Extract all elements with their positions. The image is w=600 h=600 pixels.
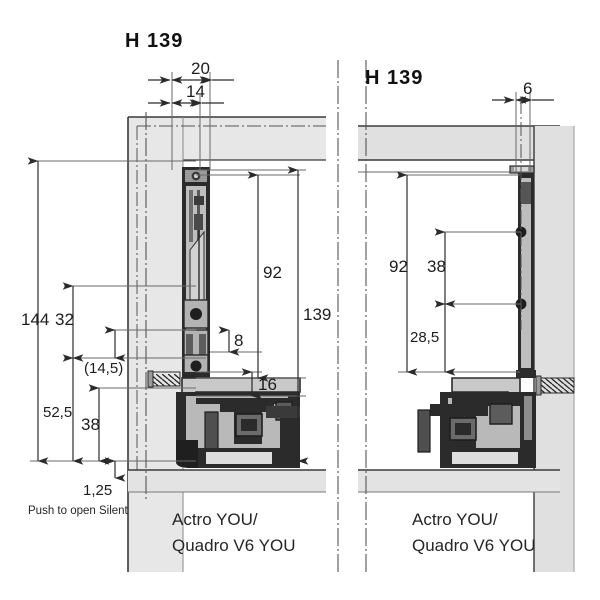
dimension-d14: 14	[148, 82, 224, 107]
dimension-d139: 139	[287, 166, 331, 465]
dimension-d20: 20	[148, 59, 234, 84]
right-dimension-set: 6 92 38 28,5	[389, 79, 554, 376]
drawer-side-profile	[182, 167, 210, 378]
dimension-label-d92: 92	[263, 263, 282, 282]
left-caption-line2: Quadro V6 YOU	[172, 536, 295, 555]
dimension-d92: 92	[247, 171, 282, 382]
dimension-d8: 8	[218, 326, 243, 356]
dimension-label-d14: 14	[186, 82, 205, 101]
base-band-left	[128, 469, 326, 493]
left-caption-line1: Actro YOU/	[172, 510, 258, 529]
dimension-label-d144: 144	[21, 310, 49, 329]
base-band-right	[358, 469, 560, 493]
dimension-r38: 38	[427, 228, 456, 308]
left-note: Push to open Silent	[28, 505, 129, 517]
dimension-label-d525: 52,5	[43, 404, 72, 421]
dimension-label-d145: (14,5)	[84, 360, 123, 377]
dimension-d525: 52,5	[43, 354, 84, 465]
dimension-label-r92: 92	[389, 257, 408, 276]
dimension-d38: 38	[81, 384, 110, 465]
right-caption-line2: Quadro V6 YOU	[412, 536, 535, 555]
dimension-d125: 1,25	[83, 457, 126, 499]
dimension-r92: 92	[389, 171, 418, 376]
dimension-label-d16: 16	[258, 375, 277, 394]
runner-section-left	[176, 377, 301, 468]
dimension-d32: 32	[55, 282, 84, 362]
dimension-label-d8: 8	[234, 331, 243, 350]
dimension-label-d38: 38	[81, 415, 100, 434]
runner-profile-right	[509, 165, 536, 378]
dimension-label-r285: 28,5	[410, 329, 439, 346]
mounting-screw-right	[535, 375, 575, 396]
dimension-label-d32: 32	[55, 310, 74, 329]
dimension-d144: 144	[21, 157, 49, 465]
left-view-title: H 139	[125, 30, 183, 52]
dimension-label-d125: 1,25	[83, 482, 112, 499]
dimension-label-r38: 38	[427, 257, 446, 276]
dimension-d145: (14,5)	[84, 326, 126, 377]
dimension-label-r6: 6	[523, 79, 532, 98]
right-caption-line1: Actro YOU/	[412, 510, 498, 529]
dimension-label-d139: 139	[303, 305, 331, 324]
dimension-r6: 6	[492, 79, 554, 104]
runner-section-right	[417, 377, 536, 468]
cabinet-top-member-right	[358, 125, 560, 173]
dimension-d16: 16	[241, 368, 277, 400]
mounting-screw-left	[147, 370, 181, 388]
right-view-title: H 139	[365, 67, 423, 89]
cabinet-side-panel-right	[533, 126, 575, 572]
right-view: 6 92 38 28,5 H 139 Actro YOU/ Quadro V6 YOU	[337, 60, 575, 572]
dimension-label-d20: 20	[191, 59, 210, 78]
dimension-r285: 28,5	[410, 300, 456, 376]
left-dimension-set: 20 14 144 32 52,5 (14,5) 38 1,25 92 139 8 16	[21, 59, 331, 499]
